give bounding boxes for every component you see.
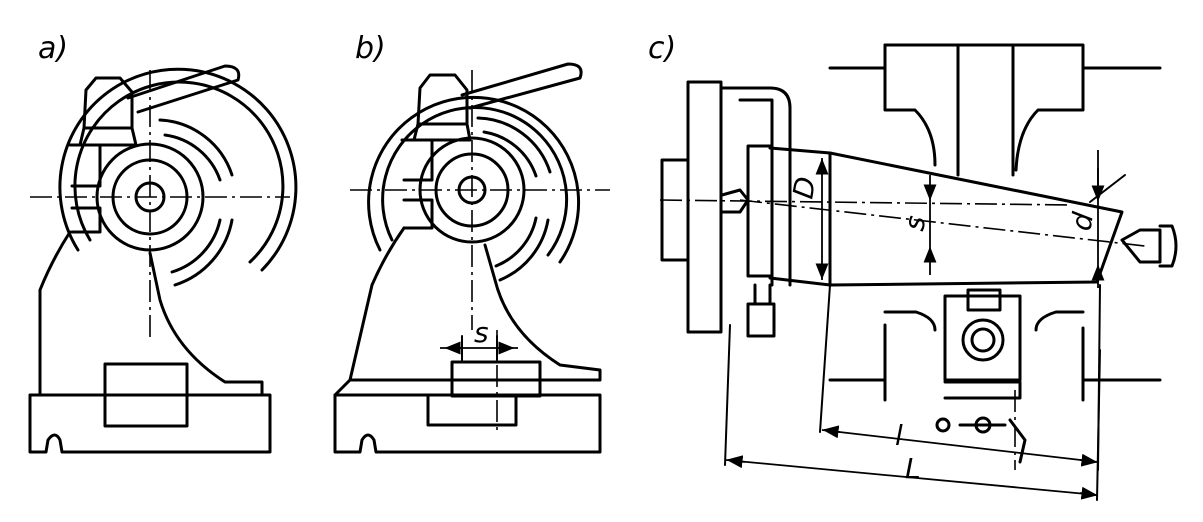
outer-disc (367, 95, 581, 264)
stand-body (38, 230, 264, 397)
panel-c-label: c) (648, 31, 676, 66)
dimension-s-label: s (474, 316, 489, 349)
tapered-workpiece (768, 146, 1124, 287)
panel-a-label: a) (38, 31, 68, 66)
slot-block (103, 362, 189, 428)
tool-post (943, 294, 1022, 382)
lathe-dog (719, 86, 792, 287)
live-center (720, 188, 750, 214)
slot-block-lower (426, 393, 518, 427)
dimension-D-label: D (786, 174, 822, 201)
handwheel (1008, 418, 1027, 464)
dimension-L-label: L (905, 452, 921, 485)
faceplate (686, 80, 723, 334)
panel-b-label: b) (355, 31, 386, 66)
outer-disc (58, 67, 298, 272)
dog-bolt (746, 302, 776, 338)
lever-handle (460, 62, 583, 110)
panel-a-steady-rest: a) (28, 31, 298, 454)
cross-slide (828, 43, 1085, 172)
clamp-knob (82, 76, 134, 130)
panel-c-taper-turning: c) (648, 31, 1178, 501)
dimension-s-label: s (897, 213, 932, 233)
dimension-d-label: d (1064, 210, 1100, 233)
tail-center (1120, 228, 1162, 264)
dimension-l-label: l (895, 419, 903, 452)
panel-b-steady-rest-offset: b) s (333, 31, 610, 454)
stand-body (348, 226, 602, 382)
stand-base (28, 393, 272, 454)
lever-handle (126, 64, 241, 114)
stand-base (333, 393, 602, 454)
